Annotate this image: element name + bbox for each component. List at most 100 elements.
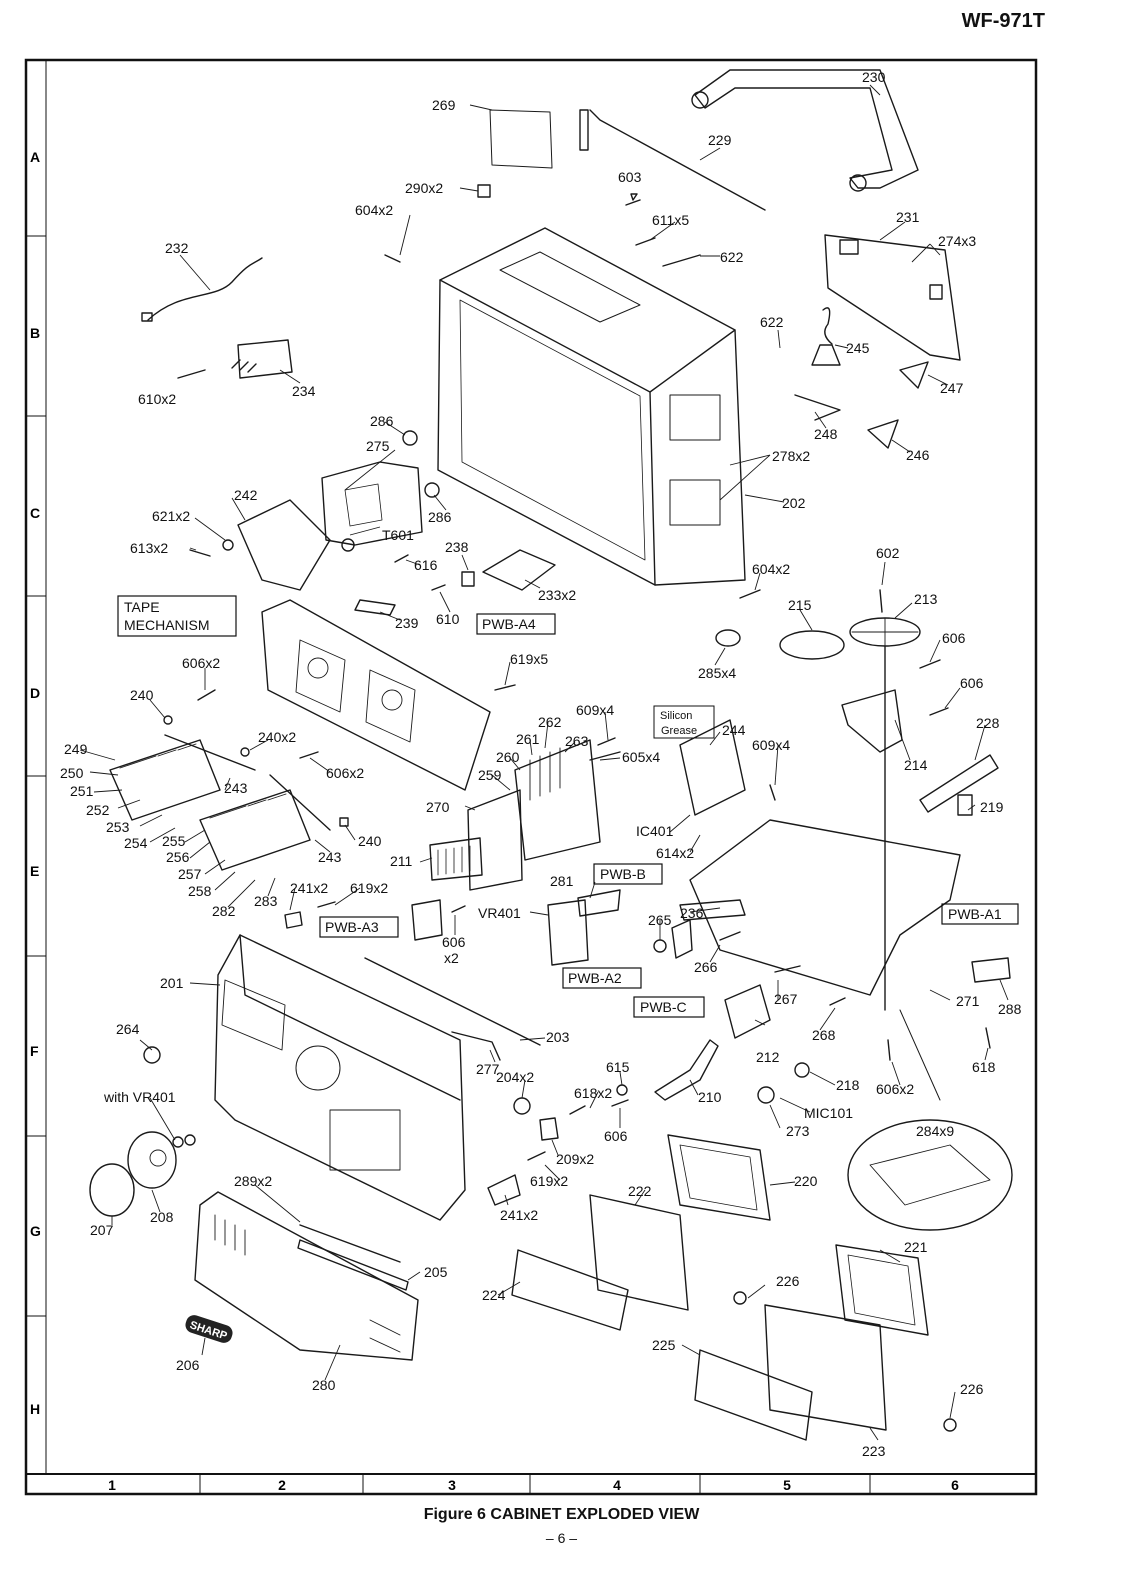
screw-622a (662, 254, 701, 267)
label-232: 232 (165, 240, 189, 256)
part-286b (424, 482, 440, 498)
screw-606b (197, 689, 216, 701)
screw-618b (569, 1105, 586, 1115)
part-267 (774, 965, 801, 973)
label-619c: 619x2 (530, 1173, 568, 1189)
label-251: 251 (70, 783, 94, 799)
screw-613 (189, 549, 211, 557)
screw-618a (985, 1027, 991, 1049)
grid-col-1: 1 (108, 1477, 116, 1493)
label-x2: x2 (444, 950, 459, 966)
label-610a: 610x2 (138, 391, 176, 407)
label-229: 229 (708, 132, 732, 148)
box-pwb-a4: PWB-A4 (482, 616, 536, 632)
label-212: 212 (756, 1049, 780, 1065)
label-610b: 610 (436, 611, 460, 627)
label-269: 269 (432, 97, 456, 113)
leader-lines (79, 84, 1009, 1441)
label-234: 234 (292, 383, 316, 399)
label-228: 228 (976, 715, 1000, 731)
label-IC401: IC401 (636, 823, 674, 839)
label-606f: 606x2 (876, 1081, 914, 1097)
label-283: 283 (254, 893, 278, 909)
label-210: 210 (698, 1089, 722, 1105)
label-259: 259 (478, 767, 502, 783)
part-207-knob (89, 1163, 135, 1217)
label-254: 254 (124, 835, 148, 851)
label-242: 242 (234, 487, 258, 503)
grid-row-f: F (30, 1043, 39, 1059)
screw-606d (299, 751, 319, 759)
label-621: 621x2 (152, 508, 190, 524)
label-248: 248 (814, 426, 838, 442)
part-keys-lower (199, 789, 311, 871)
label-238: 238 (445, 539, 469, 555)
screw-609b (769, 784, 776, 801)
label-278: 278x2 (772, 448, 810, 464)
screw-606c (929, 707, 949, 716)
label-240a: 240 (130, 687, 154, 703)
part-236 (679, 899, 746, 921)
part-221-door (835, 1244, 929, 1336)
label-213: 213 (914, 591, 938, 607)
box-tape-line2: MECHANISM (124, 617, 210, 633)
part-230-handle (694, 69, 919, 189)
label-286b: 286 (428, 509, 452, 525)
part-210-lever (654, 1039, 719, 1101)
part-285-foot (715, 629, 741, 647)
part-241a (284, 911, 303, 929)
label-619b: 619x2 (350, 880, 388, 896)
part-204 (513, 1097, 531, 1115)
part-288 (971, 957, 1011, 983)
screw-602 (879, 589, 883, 613)
screw-606f (887, 1039, 891, 1061)
part-243a-rod (164, 734, 256, 771)
label-209: 209x2 (556, 1151, 594, 1167)
label-265: 265 (648, 912, 672, 928)
label-240b: 240x2 (258, 729, 296, 745)
label-241b: 241x2 (500, 1207, 538, 1223)
label-252: 252 (86, 802, 110, 818)
part-218 (794, 1062, 810, 1078)
label-618b: 618x2 (574, 1085, 612, 1101)
label-220: 220 (794, 1173, 818, 1189)
part-drawings (89, 69, 1013, 1441)
part-277 (451, 1031, 501, 1061)
part-273 (757, 1086, 775, 1104)
label-606c: 606 (960, 675, 984, 691)
label-223: 223 (862, 1443, 886, 1459)
label-274: 274x3 (938, 233, 976, 249)
screw-619c (527, 1151, 546, 1161)
part-246-cap (867, 419, 899, 449)
label-218: 218 (836, 1077, 860, 1093)
grid-row-labels: A B C D E F G H (30, 149, 41, 1417)
grid-row-g: G (30, 1223, 41, 1239)
part-615 (616, 1084, 628, 1096)
part-248-spring (794, 394, 841, 421)
part-268 (829, 997, 846, 1006)
part-pwb-c (671, 919, 693, 959)
label-236: 236 (680, 905, 704, 921)
label-222: 222 (628, 1183, 652, 1199)
label-208: 208 (150, 1209, 174, 1225)
part-284-detail (847, 1119, 1013, 1231)
label-622b: 622 (760, 314, 784, 330)
label-268: 268 (812, 1027, 836, 1043)
part-220-door (667, 1134, 771, 1221)
label-614: 614x2 (656, 845, 694, 861)
label-256: 256 (166, 849, 190, 865)
model-number: WF-971T (961, 10, 1045, 32)
label-T601: T601 (382, 527, 414, 543)
part-289 (299, 1224, 401, 1263)
label-270: 270 (426, 799, 450, 815)
part-203-rod (364, 957, 541, 1046)
label-263: 263 (565, 733, 589, 749)
box-pwb-a2: PWB-A2 (568, 970, 622, 986)
box-pwb-c: PWB-C (640, 999, 687, 1015)
screw-606g (611, 1099, 629, 1107)
label-606d: 606x2 (326, 765, 364, 781)
label-214: 214 (904, 757, 928, 773)
label-withVR: with VR401 (103, 1089, 176, 1105)
part-219 (957, 794, 973, 816)
label-264: 264 (116, 1021, 140, 1037)
